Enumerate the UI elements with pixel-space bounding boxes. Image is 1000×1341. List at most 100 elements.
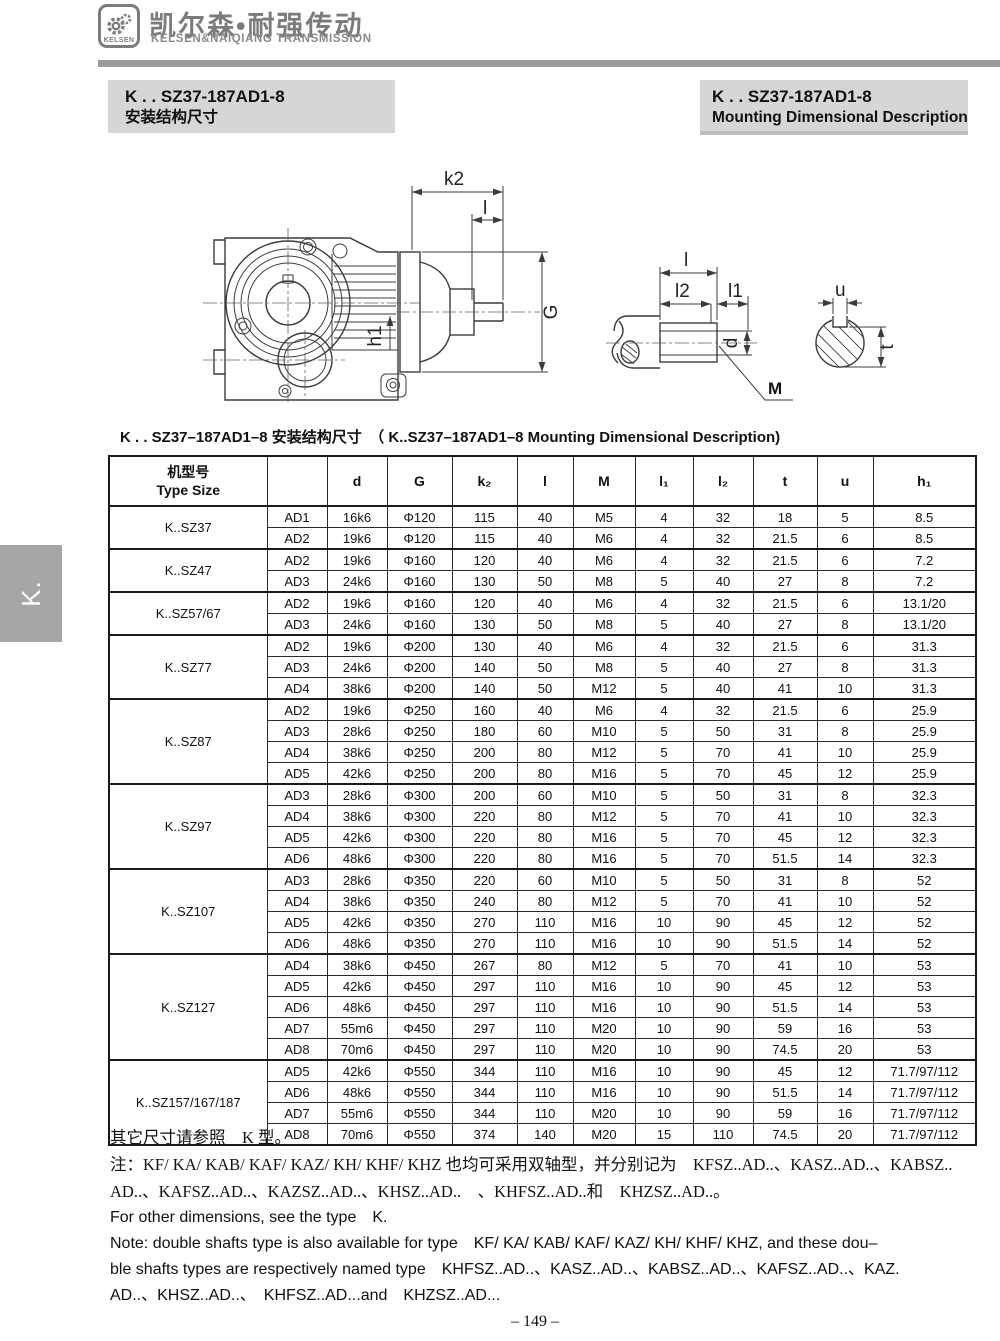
dim-cell: 10 [634,1081,694,1103]
dim-cell: 200 [451,783,518,806]
dim-cell: AD2 [266,634,328,657]
dim-cell: 27 [752,570,818,593]
dim-cell: 130 [451,634,518,657]
dim-cell: Φ120 [386,505,453,528]
dim-cell: Φ160 [386,591,453,614]
dim-label-k2: k2 [444,169,464,190]
dim-cell: 21.5 [752,698,818,721]
dim-cell: 80 [516,826,574,848]
dim-cell: 80 [516,762,574,785]
dim-cell: AD3 [266,570,328,593]
dim-cell: 59 [752,1017,818,1039]
technical-drawings: k2 l G h1 l l2 l1 [203,169,898,402]
dim-cell: 5 [634,613,694,636]
dim-cell: 53 [872,975,977,997]
dim-cell: 71.7/97/112 [872,1123,977,1146]
dim-cell: 90 [692,996,754,1018]
dim-cell: 344 [451,1102,518,1124]
dim-cell: 70 [692,953,754,976]
type-size-cell: K..SZ57/67 [108,591,268,636]
dim-cell: M12 [572,741,636,763]
dim-cell: 110 [516,1081,574,1103]
dim-cell: 50 [692,720,754,742]
dim-cell: 32.3 [872,826,977,848]
dim-cell: 41 [752,953,818,976]
brand-logo: KELSEN [98,4,140,48]
dim-cell: AD5 [266,1059,328,1082]
dim-cell: 70 [692,805,754,827]
dim-cell: 40 [516,634,574,657]
dim-cell: 10 [634,1102,694,1124]
dim-cell: 20 [816,1038,874,1061]
dim-cell: 32.3 [872,847,977,870]
dim-cell: 27 [752,656,818,678]
dim-cell: 41 [752,677,818,700]
dim-cell: AD3 [266,656,328,678]
dim-cell: M8 [572,613,636,636]
dim-cell: 5 [634,570,694,593]
dim-cell: 8 [816,613,874,636]
dim-cell: 42k6 [326,911,388,933]
dim-cell: Φ200 [386,677,453,700]
dim-cell: 14 [816,996,874,1018]
dim-cell: 41 [752,805,818,827]
dim-cell: 5 [634,890,694,912]
dim-cell: 53 [872,996,977,1018]
dim-cell: Φ450 [386,996,453,1018]
dim-cell: Φ300 [386,847,453,870]
dim-cell: 25.9 [872,741,977,763]
header-t: t [752,455,818,507]
dim-cell: 5 [634,805,694,827]
dim-cell: Φ300 [386,805,453,827]
dim-cell: 10 [634,996,694,1018]
dim-cell: 48k6 [326,847,388,870]
dim-cell: 297 [451,1017,518,1039]
dim-cell: 5 [816,505,874,528]
dim-cell: AD6 [266,847,328,870]
dim-cell: 41 [752,890,818,912]
dim-cell: 21.5 [752,591,818,614]
gear-icon [107,13,132,35]
dim-cell: 90 [692,1038,754,1061]
dim-cell: 40 [516,698,574,721]
dim-cell: M8 [572,570,636,593]
dim-cell: 110 [516,975,574,997]
dim-cell: AD3 [266,720,328,742]
dim-label-d: d [721,338,742,349]
type-size-cell: K..SZ157/167/187 [108,1059,268,1146]
dim-cell: 90 [692,1102,754,1124]
dim-cell: 130 [451,613,518,636]
dim-cell: 270 [451,932,518,955]
dim-cell: M20 [572,1038,636,1061]
note-en-1: For other dimensions, see the type K. [110,1209,388,1226]
section-tab-k: K. [0,545,62,642]
dim-cell: 50 [516,677,574,700]
dim-cell: 90 [692,1081,754,1103]
dim-cell: AD6 [266,996,328,1018]
dim-cell: 220 [451,847,518,870]
dim-cell: 120 [451,591,518,614]
dim-cell: AD7 [266,1017,328,1039]
dim-cell: 20 [816,1123,874,1146]
dim-cell: 52 [872,911,977,933]
dim-cell: 24k6 [326,656,388,678]
header-variant [266,455,328,507]
dim-cell: 38k6 [326,677,388,700]
dim-cell: 8 [816,868,874,891]
dim-cell: 70 [692,890,754,912]
dim-cell: 48k6 [326,996,388,1018]
dim-cell: 45 [752,826,818,848]
type-size-cell: K..SZ127 [108,953,268,1061]
dim-cell: AD5 [266,975,328,997]
header-h: h₁ [872,455,977,507]
